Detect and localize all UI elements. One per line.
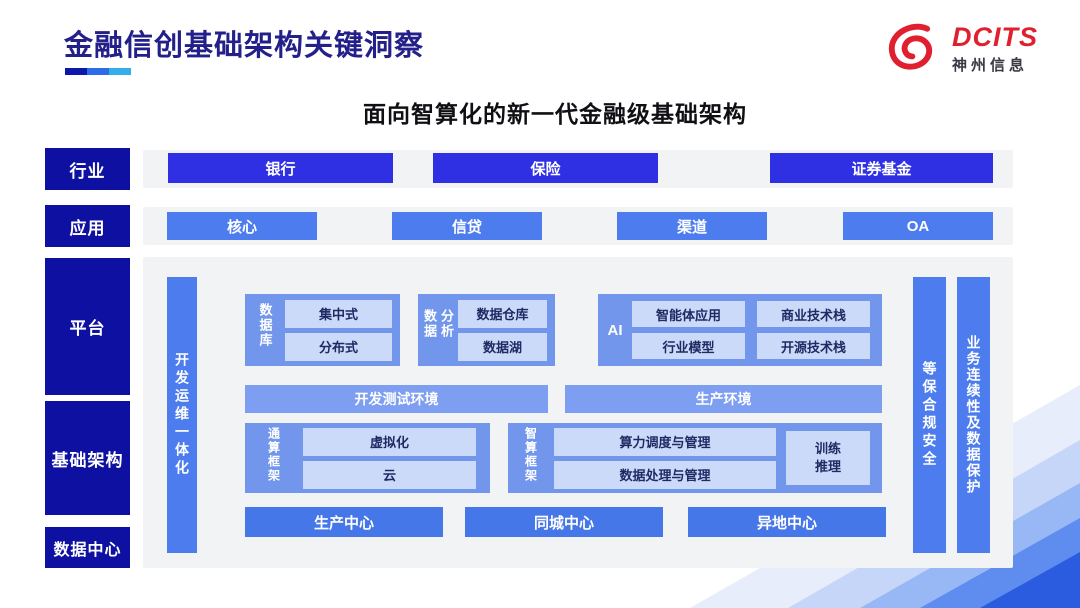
production-environment-bar: 生产环境 [565,385,882,413]
row-label-infrastructure: 基础架构 [45,401,130,515]
data-analytics-section: 数据分析 数据仓库 数据湖 [418,294,555,366]
data-analytics-section-label: 数据分析 [422,309,454,339]
ai-item-commercial-stack: 商业技术栈 [757,301,870,327]
analytics-item-lake: 数据湖 [458,332,547,361]
center-remote: 异地中心 [688,507,886,537]
industry-item-insurance: 保险 [433,153,658,183]
row-label-application: 应用 [45,205,130,247]
row-label-platform: 平台 [45,258,130,395]
general-compute-section: 通算框架 虚拟化 云 [245,423,490,493]
row-label-data-center: 数据中心 [45,527,130,568]
analytics-item-warehouse: 数据仓库 [458,299,547,328]
center-same-city: 同城中心 [465,507,663,537]
industry-item-bank: 银行 [168,153,393,183]
security-compliance-label: 等保合规安全 [921,361,938,469]
general-compute-virtualization: 虚拟化 [303,427,476,456]
application-item-channel: 渠道 [617,212,767,240]
application-item-oa: OA [843,212,993,240]
application-item-core: 核心 [167,212,317,240]
database-item-distributed: 分布式 [285,332,392,361]
devops-bar-label: 开发运维一体化 [174,352,190,478]
devops-bar: 开发运维一体化 [167,277,197,553]
business-continuity-label: 业务连续性及数据保护 [965,335,982,495]
center-production: 生产中心 [245,507,443,537]
intelligent-compute-label: 智算框架 [523,427,538,483]
training-inference-box: 训练推理 [786,431,870,485]
intelligent-compute-data-mgmt: 数据处理与管理 [554,460,776,489]
industry-item-securities: 证券基金 [770,153,993,183]
application-item-credit: 信贷 [392,212,542,240]
logo-company-text: 神州信息 [952,56,1029,74]
title-underline [65,68,131,75]
ai-item-agent-app: 智能体应用 [632,301,745,327]
row-label-industry: 行业 [45,148,130,190]
dev-test-environment-bar: 开发测试环境 [245,385,548,413]
ai-section: AI 智能体应用 商业技术栈 行业模型 开源技术栈 [598,294,882,366]
diagram-title: 面向智算化的新一代金融级基础架构 [363,101,747,127]
intelligent-compute-scheduling: 算力调度与管理 [554,427,776,456]
database-item-centralized: 集中式 [285,299,392,328]
logo-brand-text: DCITS [952,21,1038,52]
business-continuity-bar: 业务连续性及数据保护 [957,277,990,553]
general-compute-label: 通算框架 [266,427,281,483]
swirl-icon [886,21,944,78]
ai-item-opensource-stack: 开源技术栈 [757,333,870,359]
company-logo: DCITS 神州信息 [886,18,1056,80]
security-compliance-bar: 等保合规安全 [913,277,946,553]
database-section: 数据库 集中式 分布式 [245,294,400,366]
ai-section-label: AI [607,321,623,339]
general-compute-cloud: 云 [303,460,476,489]
database-section-label: 数据库 [257,303,273,348]
ai-item-industry-model: 行业模型 [632,333,745,359]
page-title: 金融信创基础架构关键洞察 [64,30,425,62]
